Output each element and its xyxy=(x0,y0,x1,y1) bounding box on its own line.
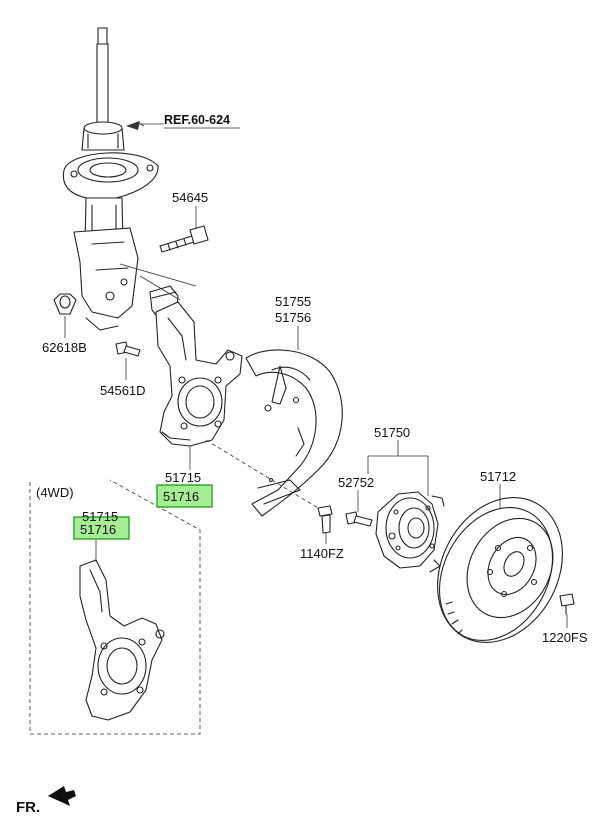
label-51715-main[interactable]: 51715 xyxy=(165,470,201,485)
label-52752[interactable]: 52752 xyxy=(338,475,374,490)
bolt-54645-icon[interactable] xyxy=(159,225,209,253)
label-51756[interactable]: 51756 xyxy=(275,310,311,325)
brake-disc-icon[interactable] xyxy=(413,476,587,665)
label-62618b[interactable]: 62618B xyxy=(42,340,87,355)
nut-62618b-icon[interactable] xyxy=(53,293,77,315)
dust-shield-icon[interactable] xyxy=(245,349,343,517)
steering-knuckle-4wd-icon[interactable] xyxy=(79,559,165,721)
label-51715-4wd[interactable]: 51715 xyxy=(82,509,118,524)
label-variant-4wd: (4WD) xyxy=(36,485,74,500)
label-1140fz[interactable]: 1140FZ xyxy=(300,546,344,561)
bolt-1140fz-icon[interactable] xyxy=(317,505,333,534)
wheel-hub-icon[interactable] xyxy=(375,491,445,573)
highlight-box-main xyxy=(156,484,213,508)
steering-knuckle-icon[interactable] xyxy=(155,301,243,447)
highlight-box-4wd xyxy=(73,516,130,540)
label-51712[interactable]: 51712 xyxy=(480,469,516,484)
screw-1220fs-icon[interactable] xyxy=(559,593,575,615)
label-1220fs[interactable]: 1220FS xyxy=(542,630,588,645)
front-direction-arrow-icon xyxy=(48,786,76,806)
label-51716-4wd[interactable]: 51716 xyxy=(80,522,116,537)
leader-lines xyxy=(64,121,568,628)
label-51716-main[interactable]: 51716 xyxy=(163,489,199,504)
label-fr: FR. xyxy=(16,799,40,816)
label-51755[interactable]: 51755 xyxy=(275,294,311,309)
bolt-52752-icon[interactable] xyxy=(345,511,373,527)
bolt-54561d-icon[interactable] xyxy=(115,341,141,357)
label-54561d[interactable]: 54561D xyxy=(100,383,146,398)
label-ref[interactable]: REF.60-624 xyxy=(164,113,230,127)
strut-assembly-icon[interactable] xyxy=(62,27,159,331)
label-51750[interactable]: 51750 xyxy=(374,425,410,440)
variant-4wd-frame xyxy=(29,479,201,735)
label-54645[interactable]: 54645 xyxy=(172,190,208,205)
